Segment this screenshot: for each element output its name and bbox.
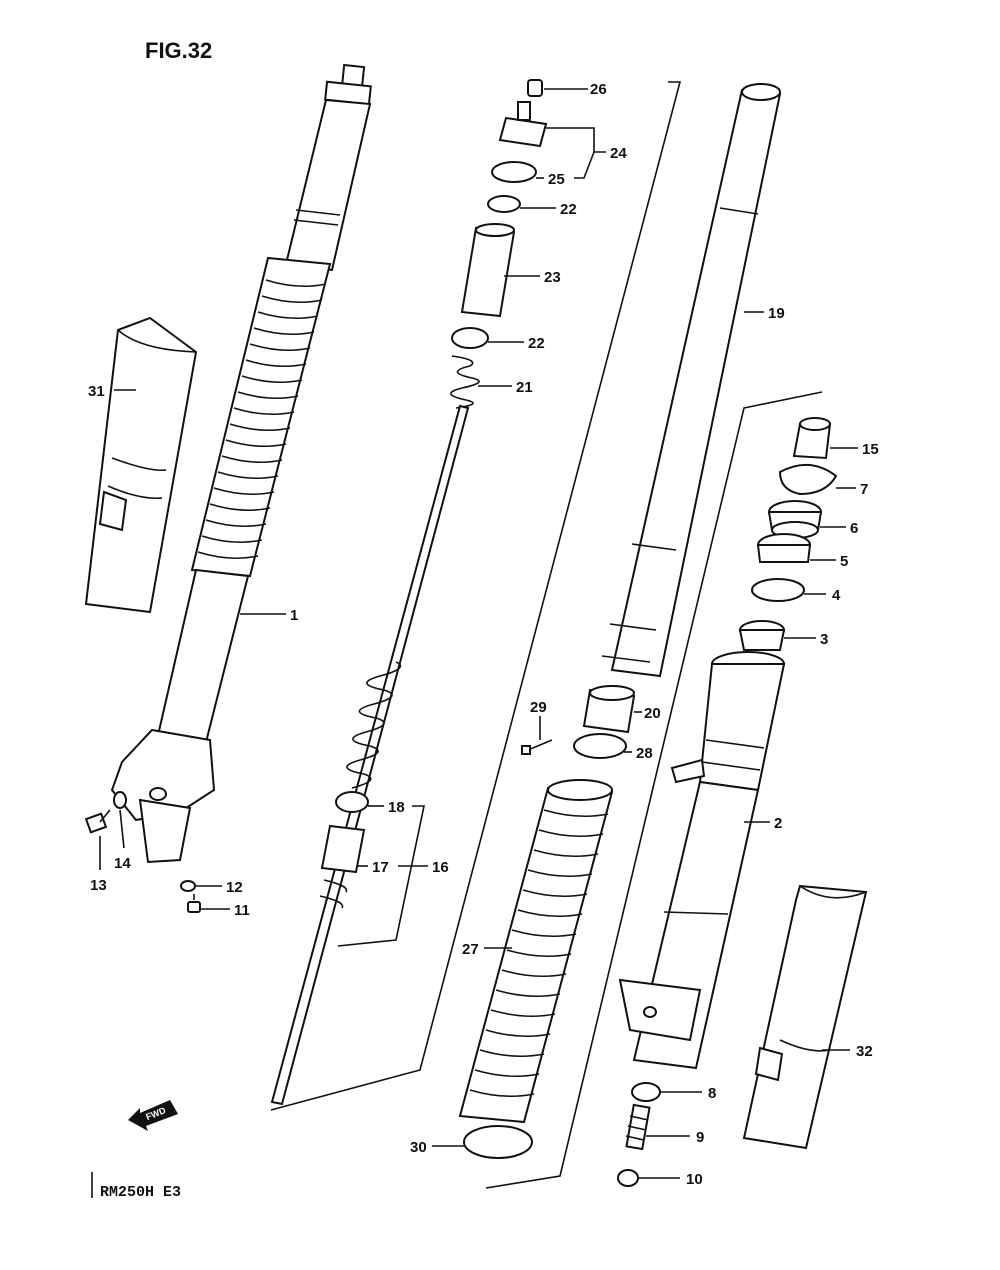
fork-boot-27-ribs [469,809,609,1098]
washer-8 [631,1082,661,1102]
callout-3: 3 [820,631,828,648]
callout-13: 13 [90,877,107,894]
callout-10: 10 [686,1171,703,1188]
screw-11-icon [187,894,201,913]
spacer-washer-22-upper [487,195,521,213]
callout-16: 16 [432,859,449,876]
damper-bolt-9 [625,1103,651,1151]
callout-29: 29 [530,699,547,716]
nut-10 [617,1169,639,1187]
callout-19: 19 [768,305,785,322]
washer-4 [751,578,805,602]
figure-title: FIG.32 [145,38,212,63]
callout-11: 11 [234,902,250,919]
callout-15: 15 [862,441,879,458]
callout-25: 25 [548,171,565,188]
callout-5: 5 [840,553,848,570]
leader-lines [99,88,858,1179]
callout-26: 26 [590,81,607,98]
callout-22-lower: 22 [528,335,545,352]
piston-ring-17 [319,824,366,909]
callout-27: 27 [462,941,479,958]
main-spring [346,661,402,789]
fork-cap-bolt-24 [498,101,548,148]
o-ring-25 [491,161,537,183]
callout-8: 8 [708,1085,716,1102]
oil-seal-6 [767,500,823,539]
callout-24: 24 [610,145,627,162]
callout-4: 4 [832,587,841,604]
callout-18: 18 [388,799,405,816]
group-bracket-2 [485,391,823,1189]
fork-boot-27 [458,779,614,1124]
o-ring-18 [335,791,369,813]
clamp-band-28 [573,733,627,759]
spacer-tube-23 [460,223,516,318]
fork-guard-right [742,884,868,1150]
callout-14: 14 [114,855,131,872]
washer-14-icon [113,791,127,809]
callout-31: 31 [88,383,105,400]
stopper-ring-7 [778,464,838,496]
washer-12-icon [180,880,196,892]
callout-28: 28 [636,745,653,762]
fwd-arrow-icon: FWD [128,1100,178,1131]
callout-1: 1 [290,607,298,624]
guide-bushing-20 [582,685,636,734]
spacer-washer-22-lower [451,327,489,349]
oil-seal-retainer-5 [756,533,812,563]
outer-tube-2 [618,651,786,1070]
callout-30: 30 [410,1139,427,1156]
callout-2: 2 [774,815,782,832]
fork-cap-26 [527,79,543,97]
clamp-band-30 [463,1125,533,1159]
callout-9: 9 [696,1129,704,1146]
callout-12: 12 [226,879,243,896]
callout-6: 6 [850,520,858,537]
brake-hose-guide [670,758,706,784]
fork-guard-left [84,316,198,614]
spring-21 [450,355,480,409]
callout-21: 21 [516,379,533,396]
callout-23: 23 [544,269,561,286]
callout-22-upper: 22 [560,201,577,218]
guide-bushing-3 [738,620,786,651]
fork-assembly-left [110,63,372,864]
callout-17: 17 [372,859,389,876]
fork-boot-ribs [197,279,327,560]
callout-32: 32 [856,1043,873,1060]
model-code: RM250H E3 [100,1184,181,1201]
screw-29-icon [521,739,553,755]
callout-labels: 26 24 25 22 23 22 21 19 15 7 6 5 4 3 20 … [88,81,879,1188]
group-bracket-19 [270,81,682,1111]
callout-20: 20 [644,705,661,722]
bolt-13-icon [84,809,111,834]
inner-tube-19 [601,83,782,678]
callout-7: 7 [860,481,868,498]
dust-seal-15 [792,417,832,460]
